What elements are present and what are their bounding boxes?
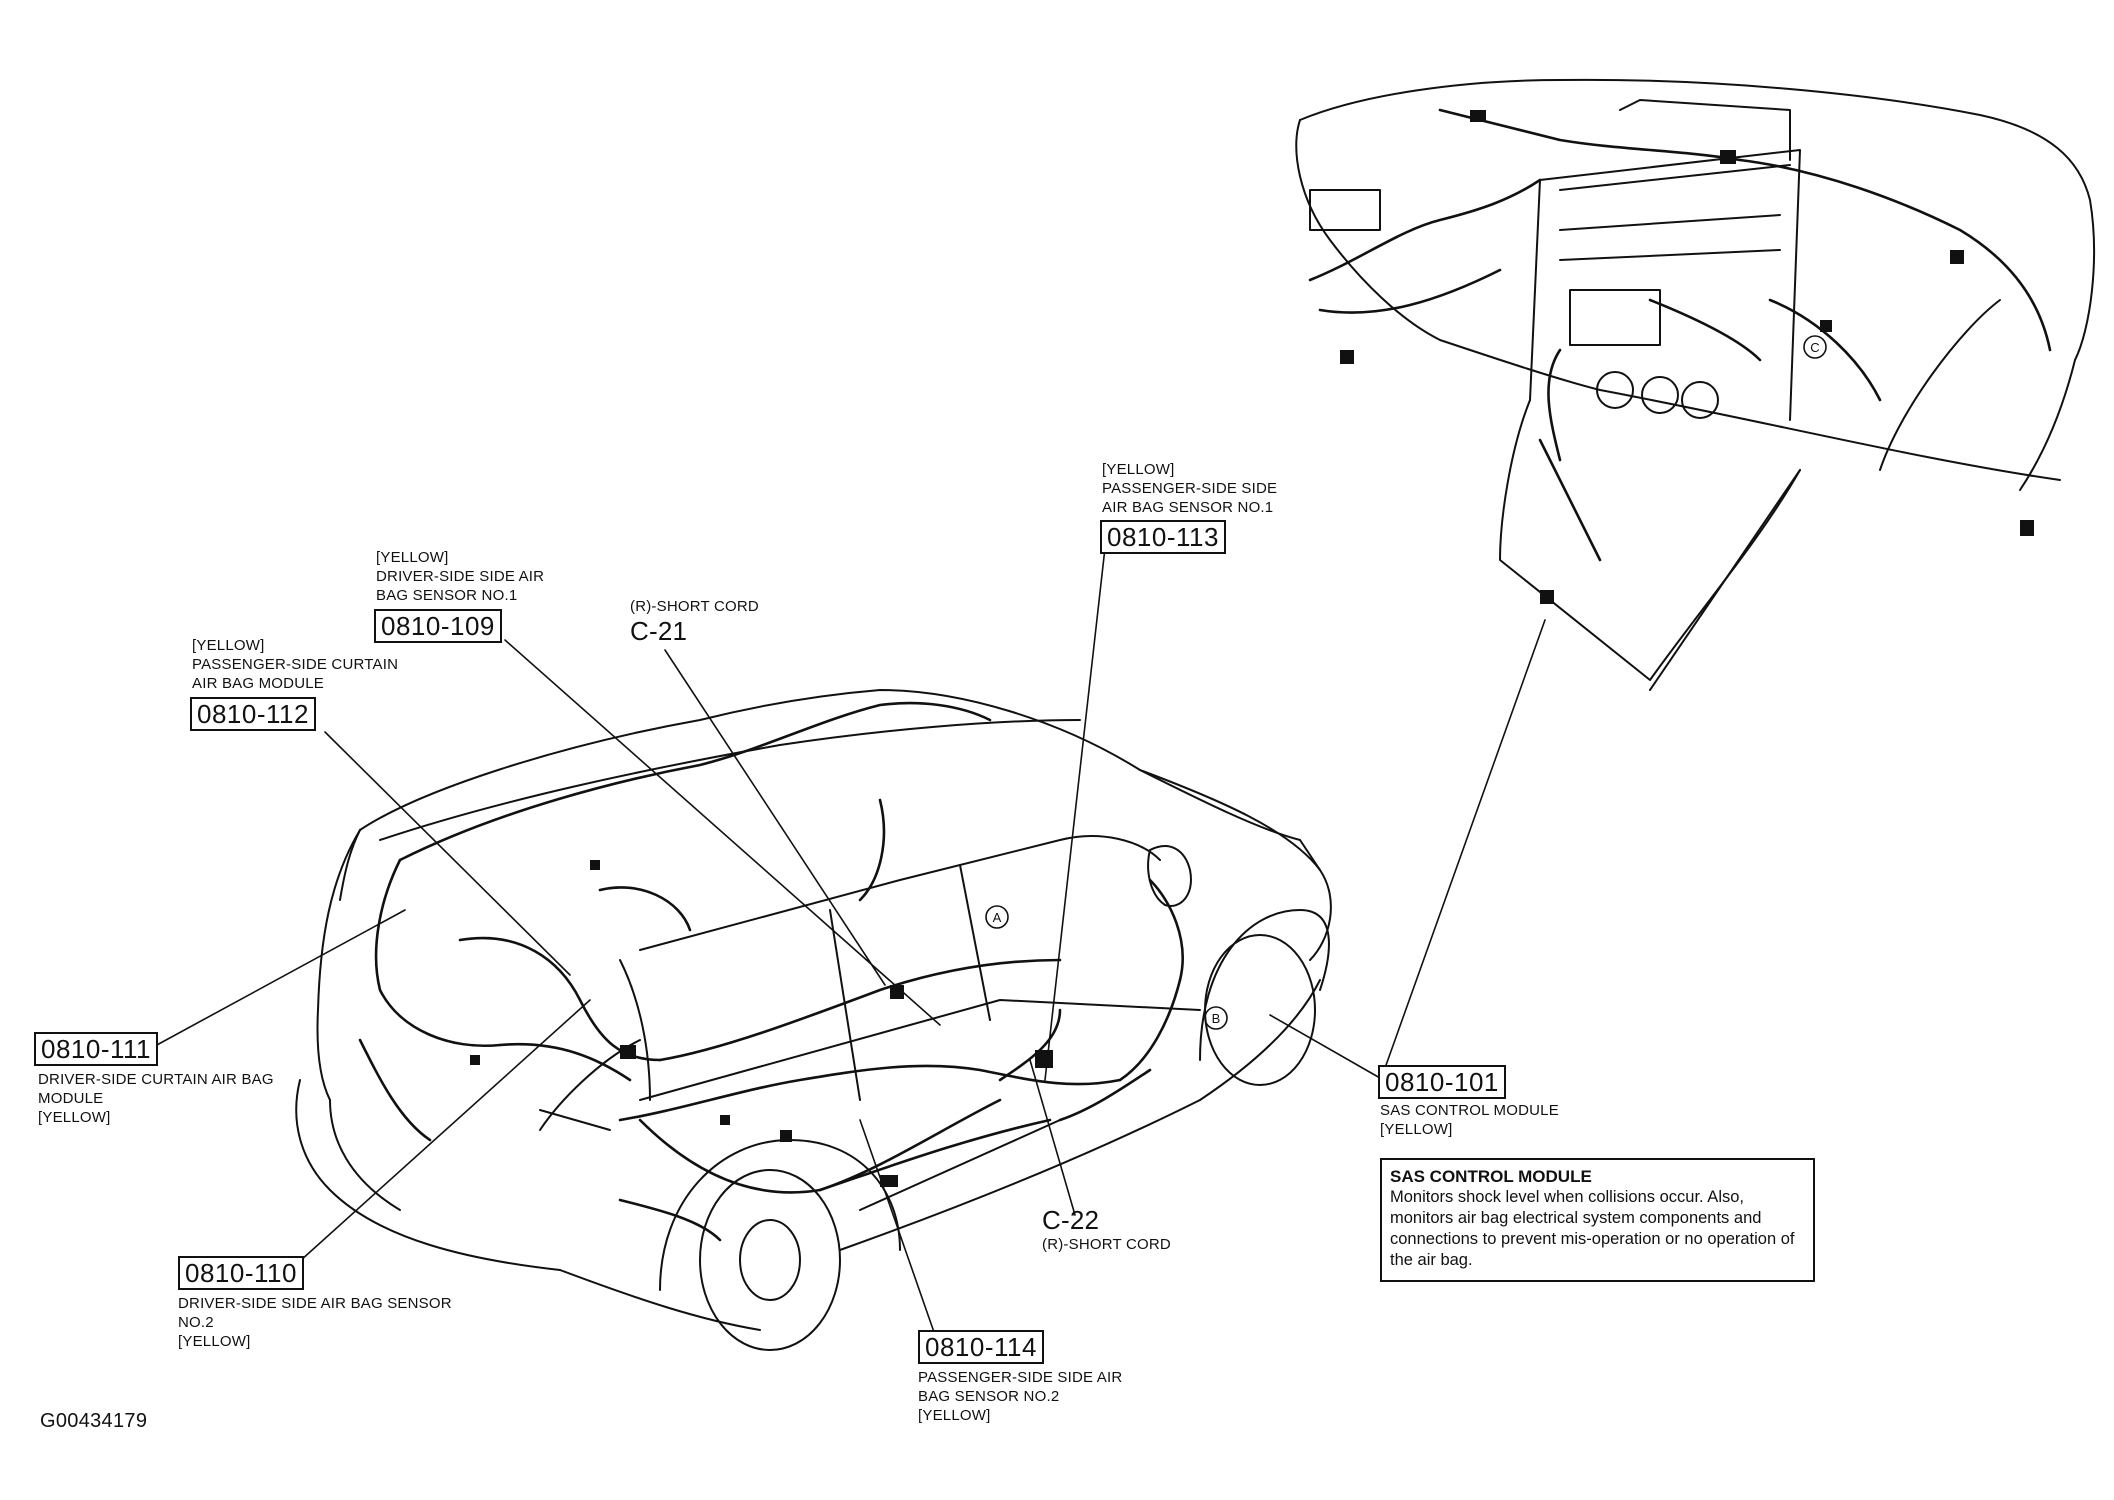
label-0810-112-color: [YELLOW]: [192, 637, 265, 654]
label-0810-109-line2: BAG SENSOR NO.1: [376, 587, 518, 604]
label-0810-113-line2: AIR BAG SENSOR NO.1: [1102, 499, 1274, 516]
label-0810-101: SAS CONTROL MODULE [YELLOW]: [1380, 1101, 1559, 1139]
label-0810-109-color: [YELLOW]: [376, 549, 449, 566]
code-box-0810-101: 0810-101: [1378, 1065, 1506, 1099]
label-0810-109: [YELLOW] DRIVER-SIDE SIDE AIR BAG SENSOR…: [376, 548, 544, 605]
vehicle-outline: [295, 689, 1332, 1351]
code-box-0810-113: 0810-113: [1100, 520, 1226, 554]
label-0810-113: [YELLOW] PASSENGER-SIDE SIDE AIR BAG SEN…: [1102, 460, 1277, 517]
label-0810-109-line1: DRIVER-SIDE SIDE AIR: [376, 568, 545, 585]
label-0810-101-line1: SAS CONTROL MODULE: [1380, 1102, 1559, 1119]
code-box-0810-114: 0810-114: [918, 1330, 1044, 1364]
label-0810-114: PASSENGER-SIDE SIDE AIR BAG SENSOR NO.2 …: [918, 1368, 1122, 1425]
figure-id: G00434179: [40, 1410, 148, 1432]
label-0810-110-line1: DRIVER-SIDE SIDE AIR BAG SENSOR: [178, 1295, 452, 1312]
label-c22-desc: (R)-SHORT CORD: [1042, 1236, 1171, 1253]
label-0810-113-color: [YELLOW]: [1102, 461, 1175, 478]
sas-info-body: Monitors shock level when collisions occ…: [1390, 1188, 1795, 1269]
dashboard-connectors: [1340, 110, 2034, 604]
leader-lines: [154, 547, 1546, 1336]
label-c21: (R)-SHORT CORD C-21: [630, 597, 759, 646]
label-0810-111: DRIVER-SIDE CURTAIN AIR BAG MODULE [YELL…: [38, 1070, 274, 1127]
label-0810-110: DRIVER-SIDE SIDE AIR BAG SENSOR NO.2 [YE…: [178, 1294, 452, 1351]
label-c21-code: C-21: [630, 616, 688, 646]
label-0810-114-color: [YELLOW]: [918, 1407, 991, 1424]
label-c22: C-22 (R)-SHORT CORD: [1042, 1205, 1171, 1254]
wiring-harness: [358, 701, 1184, 1242]
code-box-0810-109: 0810-109: [374, 609, 502, 643]
dashboard-outline: [1295, 78, 2095, 691]
connector-blocks: [470, 860, 1053, 1187]
marker-a: A: [993, 910, 1002, 925]
label-c22-code: C-22: [1042, 1205, 1100, 1235]
label-0810-110-color: [YELLOW]: [178, 1333, 251, 1350]
label-0810-110-line2: NO.2: [178, 1314, 214, 1331]
code-box-0810-110: 0810-110: [178, 1256, 304, 1290]
marker-c: C: [1810, 340, 1819, 355]
label-0810-112: [YELLOW] PASSENGER-SIDE CURTAIN AIR BAG …: [192, 636, 398, 693]
label-0810-111-line2: MODULE: [38, 1090, 104, 1107]
label-0810-112-line1: PASSENGER-SIDE CURTAIN: [192, 656, 399, 673]
sas-info-callout: SAS CONTROL MODULE Monitors shock level …: [1380, 1158, 1815, 1282]
code-box-0810-112: 0810-112: [190, 697, 316, 731]
label-0810-114-line1: PASSENGER-SIDE SIDE AIR: [918, 1369, 1123, 1386]
marker-b: B: [1212, 1011, 1221, 1026]
sas-info-title: SAS CONTROL MODULE: [1390, 1167, 1592, 1186]
label-0810-113-line1: PASSENGER-SIDE SIDE: [1102, 480, 1278, 497]
label-0810-114-line2: BAG SENSOR NO.2: [918, 1388, 1060, 1405]
label-0810-111-line1: DRIVER-SIDE CURTAIN AIR BAG: [38, 1071, 274, 1088]
label-0810-111-color: [YELLOW]: [38, 1109, 111, 1126]
marker-circles: [985, 335, 1827, 1030]
label-0810-112-line2: AIR BAG MODULE: [192, 675, 324, 692]
label-0810-101-color: [YELLOW]: [1380, 1121, 1453, 1138]
code-box-0810-111: 0810-111: [34, 1032, 159, 1066]
label-c21-desc: (R)-SHORT CORD: [630, 598, 759, 615]
